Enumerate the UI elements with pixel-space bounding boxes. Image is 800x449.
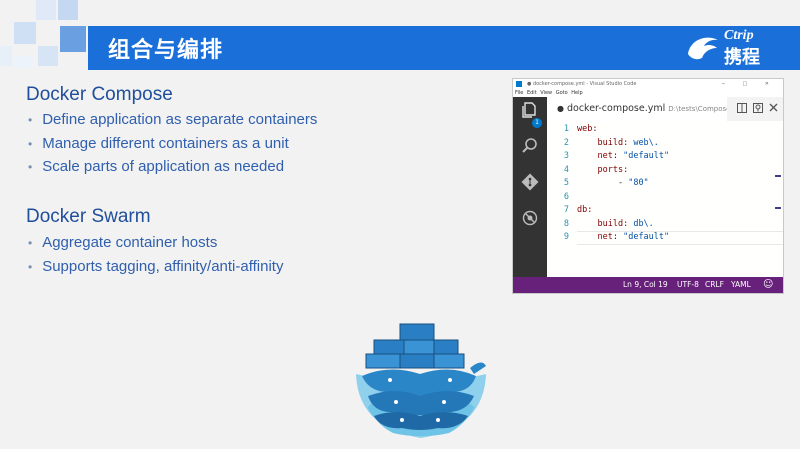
window-title: ● docker-compose.yml - Visual Studio Cod… — [527, 81, 637, 87]
window-controls[interactable]: ─ □ ✕ — [721, 81, 777, 87]
vscode-app-icon — [516, 81, 522, 87]
logo-text-en: Ctrip — [724, 28, 754, 43]
code-value: "default" — [617, 151, 670, 161]
menu-item-goto[interactable]: Goto — [555, 90, 568, 96]
line-number: 7 — [563, 205, 569, 215]
bullet-item: Manage different containers as a unit — [28, 132, 317, 156]
git-icon[interactable] — [521, 173, 539, 191]
code-indent — [577, 178, 618, 188]
swarm-bullet-list: Aggregate container hosts Supports taggi… — [28, 231, 283, 278]
line-number: 8 — [563, 218, 569, 229]
docker-whale-icon — [356, 323, 486, 438]
menu-item-help[interactable]: Help — [571, 90, 583, 96]
code-key: build: — [597, 218, 629, 229]
window-titlebar: ● docker-compose.yml - Visual Studio Cod… — [513, 79, 783, 89]
code-line[interactable]: 6 — [547, 191, 783, 205]
decor-square — [36, 0, 56, 20]
code-line[interactable]: 1 web: — [547, 123, 783, 137]
more-actions-icon[interactable] — [753, 103, 763, 116]
decor-square — [38, 46, 58, 66]
dolphin-logo-icon — [688, 37, 718, 60]
explorer-icon[interactable] — [521, 101, 539, 119]
code-line[interactable]: 5 - "80" — [547, 177, 783, 191]
menu-bar: File Edit View Goto Help — [513, 89, 783, 97]
bullet-item: Scale parts of application as needed — [28, 155, 317, 179]
debug-icon[interactable] — [521, 209, 539, 227]
split-editor-icon[interactable] — [737, 103, 747, 116]
section-title-swarm: Docker Swarm — [26, 206, 151, 227]
compose-bullet-list: Define application as separate container… — [28, 108, 317, 179]
code-key: db: — [577, 205, 593, 215]
code-indent — [577, 219, 597, 229]
code-line[interactable]: 2 build: web\. — [547, 137, 783, 151]
tab-path: D:\tests\Compose — [668, 105, 727, 113]
line-number: 1 — [563, 124, 569, 134]
code-indent — [577, 151, 597, 161]
status-cursor-position[interactable]: Ln 9, Col 19 — [623, 280, 668, 289]
line-number: 3 — [563, 151, 569, 161]
close-icon[interactable] — [769, 103, 778, 115]
status-language[interactable]: YAML — [731, 280, 751, 289]
bullet-item: Supports tagging, affinity/anti-affinity — [28, 255, 283, 279]
line-number: 4 — [563, 164, 569, 175]
overview-ruler-mark — [775, 207, 781, 209]
line-number: 2 — [563, 137, 569, 148]
vscode-window: ● docker-compose.yml - Visual Studio Cod… — [512, 78, 784, 294]
code-line[interactable]: 9 net: "default" — [547, 231, 783, 245]
code-value: web\. — [628, 137, 659, 148]
ctrip-logo: Ctrip 携程 — [684, 28, 788, 68]
logo-text-cn: 携程 — [724, 47, 760, 68]
tab-dirty-dot: ● — [557, 104, 564, 113]
explorer-badge: 1 — [532, 118, 542, 128]
bullet-item: Define application as separate container… — [28, 108, 317, 132]
code-line[interactable]: 7 db: — [547, 204, 783, 218]
decor-square — [58, 0, 78, 20]
status-bar: Ln 9, Col 19 UTF-8 CRLF YAML ☺ — [513, 277, 783, 293]
search-icon[interactable] — [521, 137, 539, 155]
code-indent — [577, 165, 597, 175]
decor-square — [14, 22, 36, 44]
line-number: 9 — [563, 232, 569, 242]
line-number: 6 — [563, 191, 569, 202]
menu-item-edit[interactable]: Edit — [526, 90, 537, 96]
code-value: db\. — [628, 218, 654, 229]
code-key: web: — [577, 124, 598, 134]
code-key: ports: — [597, 164, 629, 175]
menu-item-view[interactable]: View — [540, 90, 553, 96]
code-key: net: — [597, 232, 618, 242]
feedback-smiley-icon[interactable]: ☺ — [763, 279, 774, 290]
code-value: "80" — [628, 178, 649, 188]
decor-square — [14, 56, 34, 68]
code-key: build: — [597, 137, 629, 148]
code-key: - — [617, 178, 629, 188]
decor-square — [60, 26, 86, 52]
status-encoding[interactable]: UTF-8 — [677, 280, 699, 289]
menu-item-file[interactable]: File — [515, 90, 524, 96]
code-line[interactable]: 8 build: db\. — [547, 218, 783, 232]
code-line[interactable]: 4 ports: — [547, 164, 783, 178]
line-number: 5 — [563, 178, 569, 188]
slide-title: 组合与编排 — [108, 38, 224, 63]
code-key: net: — [597, 151, 618, 161]
code-line[interactable]: 3 net: "default" — [547, 150, 783, 164]
code-indent — [577, 138, 597, 148]
current-line-highlight — [577, 231, 783, 245]
overview-ruler-mark — [775, 175, 781, 177]
code-value: "default" — [617, 232, 670, 242]
section-title-compose: Docker Compose — [26, 84, 173, 105]
status-eol[interactable]: CRLF — [705, 280, 724, 289]
bullet-item: Aggregate container hosts — [28, 231, 283, 255]
header-bar — [88, 26, 800, 70]
decor-square — [0, 46, 12, 66]
activity-bar: 1 — [513, 97, 547, 277]
tab-filename: docker-compose.yml — [566, 103, 666, 114]
